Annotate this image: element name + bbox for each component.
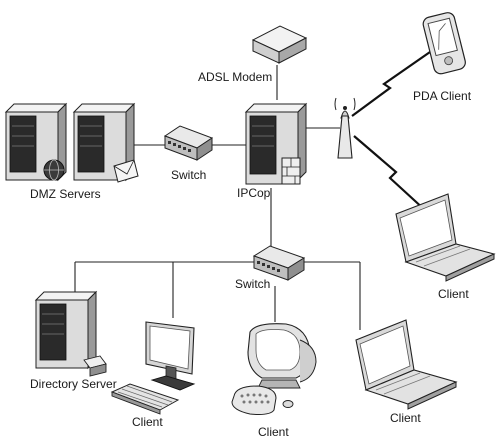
network-switch-icon bbox=[252, 245, 306, 281]
keyboard-icon bbox=[110, 383, 180, 415]
label-pda-client: PDA Client bbox=[413, 89, 472, 103]
label-client-imac: Client bbox=[258, 425, 289, 439]
monitor-icon bbox=[145, 321, 196, 391]
label-client-laptop-bottom: Client bbox=[390, 411, 421, 425]
wireless-bolt-laptop bbox=[353, 135, 439, 223]
label-client-laptop-right: Client bbox=[438, 287, 469, 301]
imac-computer-icon bbox=[231, 323, 317, 415]
label-switch-bottom: Switch bbox=[235, 277, 270, 291]
label-directory-server: Directory Server bbox=[30, 377, 117, 391]
server-tower-icon bbox=[244, 102, 308, 185]
wireless-links bbox=[351, 51, 439, 223]
modem-icon bbox=[251, 25, 308, 64]
label-ipcop: IPCop bbox=[237, 186, 271, 200]
pda-icon bbox=[422, 12, 466, 75]
server-tower-icon bbox=[34, 290, 107, 377]
label-client-monitor: Client bbox=[132, 415, 163, 429]
label-dmz-servers: DMZ Servers bbox=[30, 187, 101, 201]
envelope-icon bbox=[113, 159, 139, 183]
label-switch-top: Switch bbox=[171, 168, 206, 182]
network-switch-icon bbox=[163, 125, 214, 161]
wireless-bolt-pda bbox=[351, 51, 431, 117]
globe-icon bbox=[43, 159, 65, 181]
label-adsl-modem: ADSL Modem bbox=[198, 70, 272, 84]
wireless-antenna-icon bbox=[334, 97, 356, 159]
laptop-icon bbox=[355, 319, 458, 410]
laptop-icon bbox=[395, 193, 496, 282]
